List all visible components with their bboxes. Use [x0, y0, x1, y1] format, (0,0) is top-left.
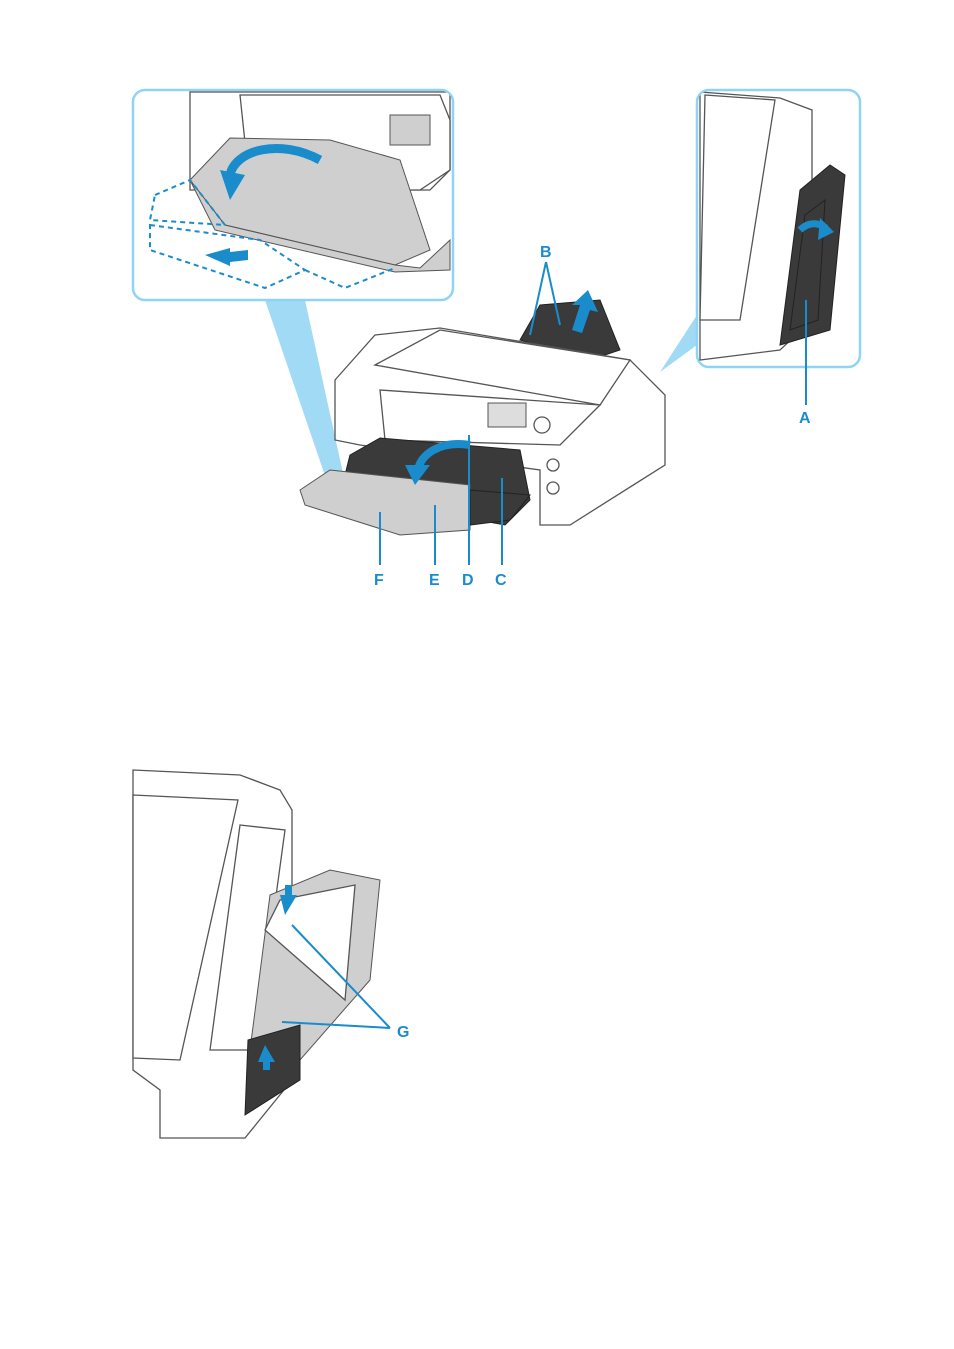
pull-arrow-icon	[205, 248, 248, 266]
inset-rear-tray-detail	[695, 88, 862, 369]
extend-arrow-icon	[572, 290, 598, 333]
label-f: F	[374, 572, 384, 589]
label-a: A	[799, 410, 811, 427]
label-d: D	[462, 572, 474, 589]
label-g: G	[397, 1024, 409, 1041]
guide-arrow-down-icon	[280, 885, 297, 915]
callout-beam-right	[660, 315, 697, 372]
guide-arrow-up-icon	[258, 1045, 275, 1070]
label-e: E	[429, 572, 440, 589]
open-cover-arrow-icon	[405, 465, 430, 485]
fold-arrow-icon	[220, 170, 245, 200]
open-arrow-icon	[818, 218, 834, 240]
printer-main-illustration	[299, 290, 666, 536]
label-c: C	[495, 572, 507, 589]
callout-beam-left	[265, 300, 350, 505]
printer-rear-tray-illustration	[132, 769, 381, 1139]
label-b: B	[540, 244, 552, 261]
inset-front-tray-detail	[131, 88, 455, 302]
